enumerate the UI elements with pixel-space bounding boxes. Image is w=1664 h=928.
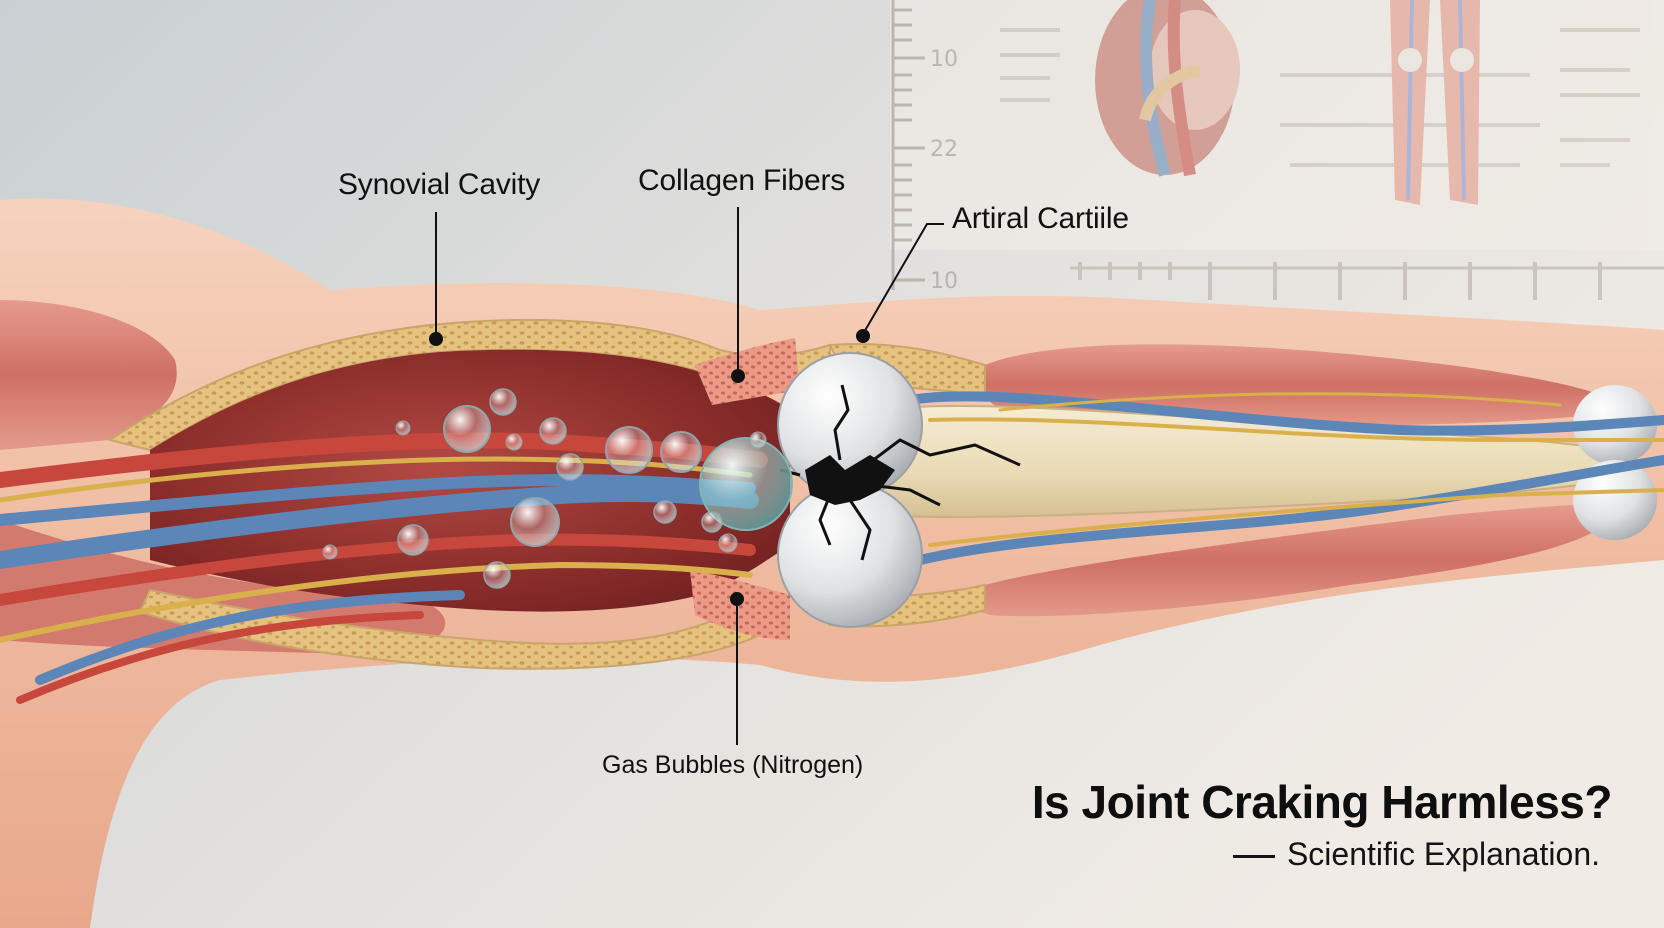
gas-bubble-icon xyxy=(556,453,584,481)
gas-bubble-icon xyxy=(322,544,338,560)
label-articular-cartilage: Artiral Cartiile xyxy=(952,202,1129,235)
ruler-tick-label: 22 xyxy=(930,137,958,162)
label-synovial-cavity: Synovial Cavity xyxy=(338,168,541,201)
gas-bubble-icon xyxy=(443,405,491,453)
gas-bubble-icon xyxy=(749,431,767,449)
gas-bubble-icon xyxy=(505,433,523,451)
gas-bubble-icon xyxy=(653,500,677,524)
vertical-ruler: 10 22 10 xyxy=(891,0,958,294)
gas-bubble-icon xyxy=(483,561,511,589)
label-collagen-fibers: Collagen Fibers xyxy=(638,164,846,197)
subtitle-dash xyxy=(1232,855,1275,859)
vessels-right xyxy=(905,391,1664,565)
gas-bubble-icon xyxy=(395,420,411,436)
page-subtitle: Scientific Explanation. xyxy=(1232,836,1600,873)
page-title: Is Joint Craking Harmless? xyxy=(1031,776,1613,828)
gas-bubble-icon xyxy=(699,437,793,531)
horizontal-ruler-ticks xyxy=(1078,262,1602,300)
gas-bubble-icon xyxy=(397,524,429,556)
gas-bubbles xyxy=(322,388,793,589)
gas-bubble-icon xyxy=(660,431,702,473)
chart-legs-drawing xyxy=(1390,0,1480,205)
crack-icon xyxy=(779,384,1021,561)
gas-bubble-icon xyxy=(605,426,653,474)
label-gas-bubbles: Gas Bubbles (Nitrogen) xyxy=(602,751,864,779)
gas-bubble-icon xyxy=(701,511,723,533)
gas-bubble-icon xyxy=(539,417,567,445)
ruler-tick-label: 10 xyxy=(930,269,958,294)
callout-lines xyxy=(429,207,944,745)
gas-bubble-icon xyxy=(510,497,560,547)
subtitle-text: Scientific Explanation. xyxy=(1286,836,1600,872)
gas-bubble-icon xyxy=(489,388,517,416)
articular-cartilage-heads xyxy=(777,352,923,628)
gas-bubble-icon xyxy=(718,533,738,553)
background-anatomy-chart xyxy=(890,0,1664,300)
ruler-tick-label: 10 xyxy=(930,47,958,72)
chart-kidney-drawing xyxy=(1095,0,1240,177)
